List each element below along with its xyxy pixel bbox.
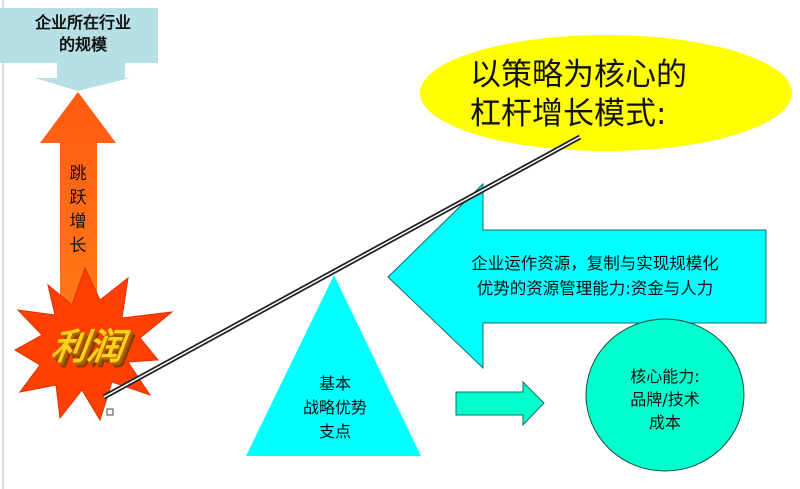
title-ellipse xyxy=(420,35,792,151)
fulcrum-line2: 战略优势 xyxy=(302,398,367,417)
resource-line2: 优势的资源管理能力:资金与人力 xyxy=(476,279,714,298)
small-right-arrow xyxy=(455,380,545,427)
core-capability-label: 核心能力: 品牌/技术 成本 xyxy=(590,365,740,434)
title-label: 以策略为核心的 杠杆增长模式: xyxy=(470,56,687,134)
profit-label: 利润 xyxy=(48,327,127,368)
title-line1: 以策略为核心的 xyxy=(470,57,687,93)
core-line2: 品牌/技术 xyxy=(630,390,700,409)
selection-handle[interactable] xyxy=(106,408,114,416)
industry-scale-label: 企业所在行业 的规模 xyxy=(8,12,158,56)
slide-border xyxy=(2,0,4,489)
resource-label: 企业运作资源，复制与实现规模化 优势的资源管理能力:资金与人力 xyxy=(420,251,770,301)
growth-arrow xyxy=(40,92,116,315)
fulcrum-label: 基本 战略优势 支点 xyxy=(270,372,400,444)
fulcrum-line3: 支点 xyxy=(318,422,351,441)
industry-scale-callout xyxy=(0,8,158,91)
core-capability-circle xyxy=(585,318,745,472)
core-line3: 成本 xyxy=(648,413,681,432)
resource-line1: 企业运作资源，复制与实现规模化 xyxy=(471,254,719,273)
core-line1: 核心能力: xyxy=(630,367,700,386)
industry-scale-line1: 企业所在行业 xyxy=(34,13,131,32)
fulcrum-line1: 基本 xyxy=(318,374,351,393)
title-line2: 杠杆增长模式: xyxy=(470,96,667,132)
growth-label: 跳跃增长 xyxy=(69,164,87,256)
lever-bar xyxy=(102,134,582,400)
fulcrum-triangle xyxy=(246,275,421,456)
industry-scale-line2: 的规模 xyxy=(58,35,107,54)
